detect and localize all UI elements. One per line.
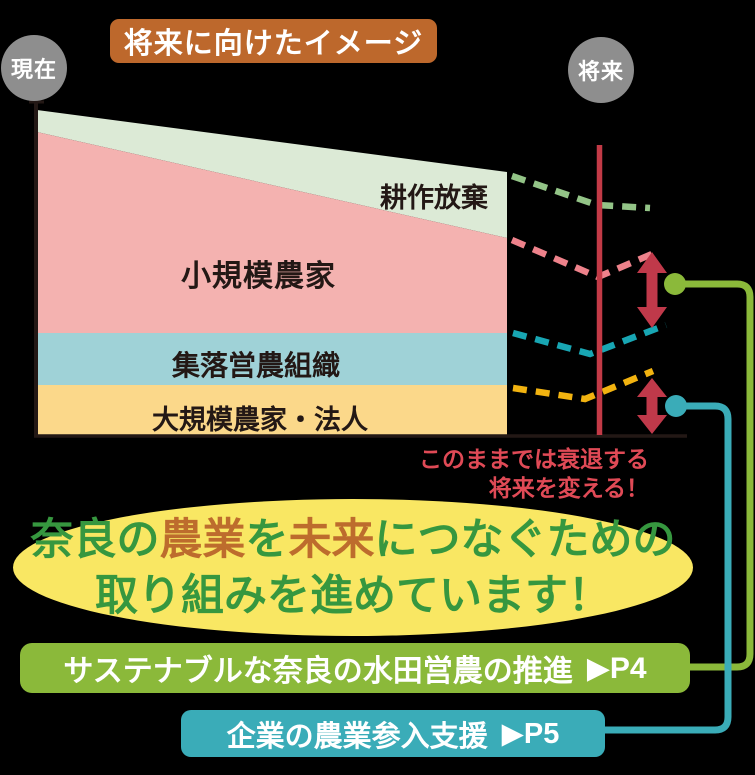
dash-small-farmers-projection (510, 237, 654, 281)
link-button-p4[interactable]: サステナブルな奈良の水田営農の推進 ▶P4 (20, 643, 690, 693)
message-part: 奈良の (30, 514, 160, 565)
now-marker: 現在 (1, 35, 67, 101)
title-badge: 将来に向けたイメージ (110, 19, 437, 63)
connector-line-p4 (675, 280, 754, 671)
warning-line-2: 将来を変える！ (488, 475, 649, 501)
future-marker: 将来 (568, 37, 634, 103)
band-large-farmers-area (37, 385, 507, 437)
link-button-p5[interactable]: 企業の農業参入支援 ▶P5 (181, 710, 605, 757)
connector-line-p5 (602, 402, 732, 734)
link-label: サステナブルな奈良の水田営農の推進 (63, 655, 573, 688)
band-label-abandoned: 耕作放棄 (380, 183, 488, 213)
warning-line-1: このままでは衰退する (419, 446, 649, 472)
message-part: につなぐための (374, 514, 676, 565)
band-label-community: 集落営農組織 (172, 350, 341, 381)
band-label-small-farmers: 小規模農家 (181, 260, 336, 293)
dash-abandoned-projection (510, 172, 651, 212)
connector-dot-p5 (665, 395, 687, 417)
message-line-2: 取り組みを進めています！ (95, 570, 611, 621)
message-part: 農業 (159, 514, 246, 565)
band-label-large-farmers: 大規模農家・法人 (152, 405, 368, 435)
range-arrow-upper (637, 252, 667, 328)
message-line-1: 奈良の農業を未来につなぐための (31, 512, 676, 568)
message-ellipse: 奈良の農業を未来につなぐための 取り組みを進めています！ (13, 499, 693, 636)
message-part: 未来 (288, 514, 375, 565)
message-part: を (245, 514, 289, 565)
warning-text: このままでは衰退する 将来を変える！ (419, 445, 649, 503)
dash-large-farmers-projection (512, 367, 655, 403)
range-arrow-lower (637, 378, 667, 434)
band-community-area (37, 333, 507, 385)
connector-dot-p4 (664, 273, 686, 295)
dash-community-projection (512, 321, 668, 358)
band-abandoned-area (37, 110, 507, 238)
band-small-farmers-area (37, 132, 507, 333)
link-label: 企業の農業参入支援 (226, 720, 488, 753)
page-ref-p4: ▶P4 (586, 651, 647, 685)
page-ref-p5: ▶P5 (501, 718, 560, 750)
